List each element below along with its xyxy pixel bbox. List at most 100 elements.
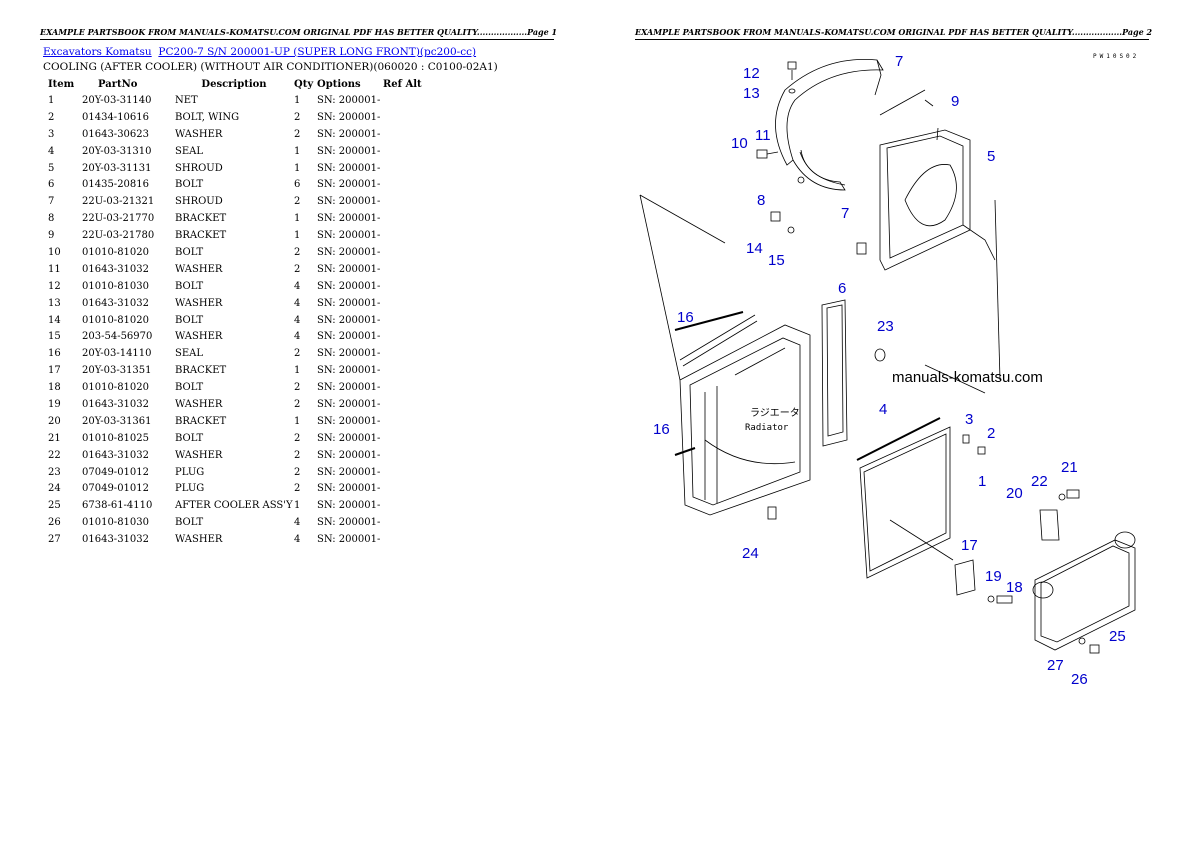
item-number: 3 (48, 128, 55, 140)
part-qty: 4 (294, 517, 301, 529)
part-options: SN: 200001- (317, 348, 381, 360)
part-number: 01643-31032 (82, 398, 150, 410)
part-qty: 2 (294, 128, 301, 140)
part-options: SN: 200001- (317, 483, 381, 495)
part-refalt (383, 447, 423, 464)
part-options: SN: 200001- (317, 534, 381, 546)
page-1: EXAMPLE PARTSBOOK FROM MANUALS-KOMATSU.C… (40, 27, 557, 548)
part-number: 20Y-03-14110 (82, 348, 152, 360)
part-description: SEAL (175, 145, 204, 157)
part-qty: 4 (294, 297, 301, 309)
item-number: 23 (48, 466, 61, 478)
callout-number: 6 (838, 280, 846, 297)
radiator-label-en: Radiator (745, 423, 789, 433)
item-number: 12 (48, 280, 61, 292)
part-number: 01434-10616 (82, 111, 150, 123)
part-qty: 2 (294, 111, 301, 123)
part-refalt (383, 497, 423, 514)
callout-number: 8 (757, 192, 765, 209)
item-number: 18 (48, 382, 61, 394)
part-description: AFTER COOLER ASS'Y (175, 500, 293, 512)
part-description: BOLT (175, 314, 204, 326)
part-description: SHROUD (175, 162, 223, 174)
part-options: SN: 200001- (317, 280, 381, 292)
model-link[interactable]: PC200-7 S/N 200001-UP (SUPER LONG FRONT)… (158, 46, 477, 58)
callout-number: 3 (965, 411, 973, 428)
column-header-refalt: Ref Alt (383, 79, 422, 90)
part-number: 20Y-03-31131 (82, 162, 152, 174)
item-number: 17 (48, 365, 61, 377)
part-qty: 2 (294, 432, 301, 444)
part-number: 01010-81020 (82, 382, 150, 394)
part-qty: 1 (294, 230, 301, 242)
item-number: 26 (48, 517, 61, 529)
part-description: WASHER (175, 331, 223, 343)
part-number: 22U-03-21770 (82, 213, 155, 225)
callout-number: 14 (746, 240, 763, 257)
callout-number: 5 (987, 148, 995, 165)
item-number: 24 (48, 483, 61, 495)
part-refalt (383, 312, 423, 329)
part-number: 01010-81020 (82, 246, 150, 258)
callout-number: 20 (1006, 485, 1023, 502)
callout-number: 11 (755, 127, 771, 144)
part-description: BRACKET (175, 415, 227, 427)
part-refalt (383, 464, 423, 481)
part-options: SN: 200001- (317, 213, 381, 225)
part-description: WASHER (175, 398, 223, 410)
part-refalt (383, 514, 423, 531)
part-refalt (383, 278, 423, 295)
part-options: SN: 200001- (317, 365, 381, 377)
part-description: WASHER (175, 263, 223, 275)
breadcrumb: Excavators Komatsu PC200-7 S/N 200001-UP… (43, 46, 476, 58)
section-title: COOLING (AFTER COOLER) (WITHOUT AIR COND… (43, 61, 498, 73)
part-number: 22U-03-21780 (82, 230, 155, 242)
item-number: 9 (48, 230, 55, 242)
part-qty: 1 (294, 145, 301, 157)
part-number: 20Y-03-31361 (82, 415, 152, 427)
part-description: WASHER (175, 449, 223, 461)
figure-code: PW10S02 (1093, 53, 1140, 60)
part-refalt (383, 193, 423, 210)
part-options: SN: 200001- (317, 500, 381, 512)
category-link[interactable]: Excavators Komatsu (43, 46, 152, 58)
radiator-label-jp: ラジエータ (750, 407, 800, 419)
part-options: SN: 200001- (317, 145, 381, 157)
item-number: 1 (48, 94, 55, 106)
diagram-linework (639, 59, 1136, 654)
part-refalt (383, 295, 423, 312)
callout-number: 25 (1109, 628, 1126, 645)
part-options: SN: 200001- (317, 382, 381, 394)
part-refalt (383, 328, 423, 345)
watermark: manuals-komatsu.com (892, 369, 1043, 386)
part-description: NET (175, 94, 198, 106)
part-number: 01643-31032 (82, 449, 150, 461)
part-options: SN: 200001- (317, 162, 381, 174)
part-number: 6738-61-4110 (82, 500, 153, 512)
page-header: EXAMPLE PARTSBOOK FROM MANUALS-KOMATSU.C… (40, 27, 557, 40)
part-refalt (383, 430, 423, 447)
part-options: SN: 200001- (317, 517, 381, 529)
part-description: SEAL (175, 348, 204, 360)
part-options: SN: 200001- (317, 449, 381, 461)
exploded-parts-diagram: ラジエータ Radiator manuals-komatsu.com 12713… (639, 53, 1136, 688)
callout-number: 16 (653, 421, 670, 438)
part-number: 203-54-56970 (82, 331, 153, 343)
part-number: 01643-30623 (82, 128, 150, 140)
part-refalt (383, 227, 423, 244)
part-number: 20Y-03-31351 (82, 365, 152, 377)
part-options: SN: 200001- (317, 94, 381, 106)
part-refalt (383, 413, 423, 430)
item-number: 4 (48, 145, 55, 157)
part-qty: 4 (294, 331, 301, 343)
part-qty: 2 (294, 246, 301, 258)
